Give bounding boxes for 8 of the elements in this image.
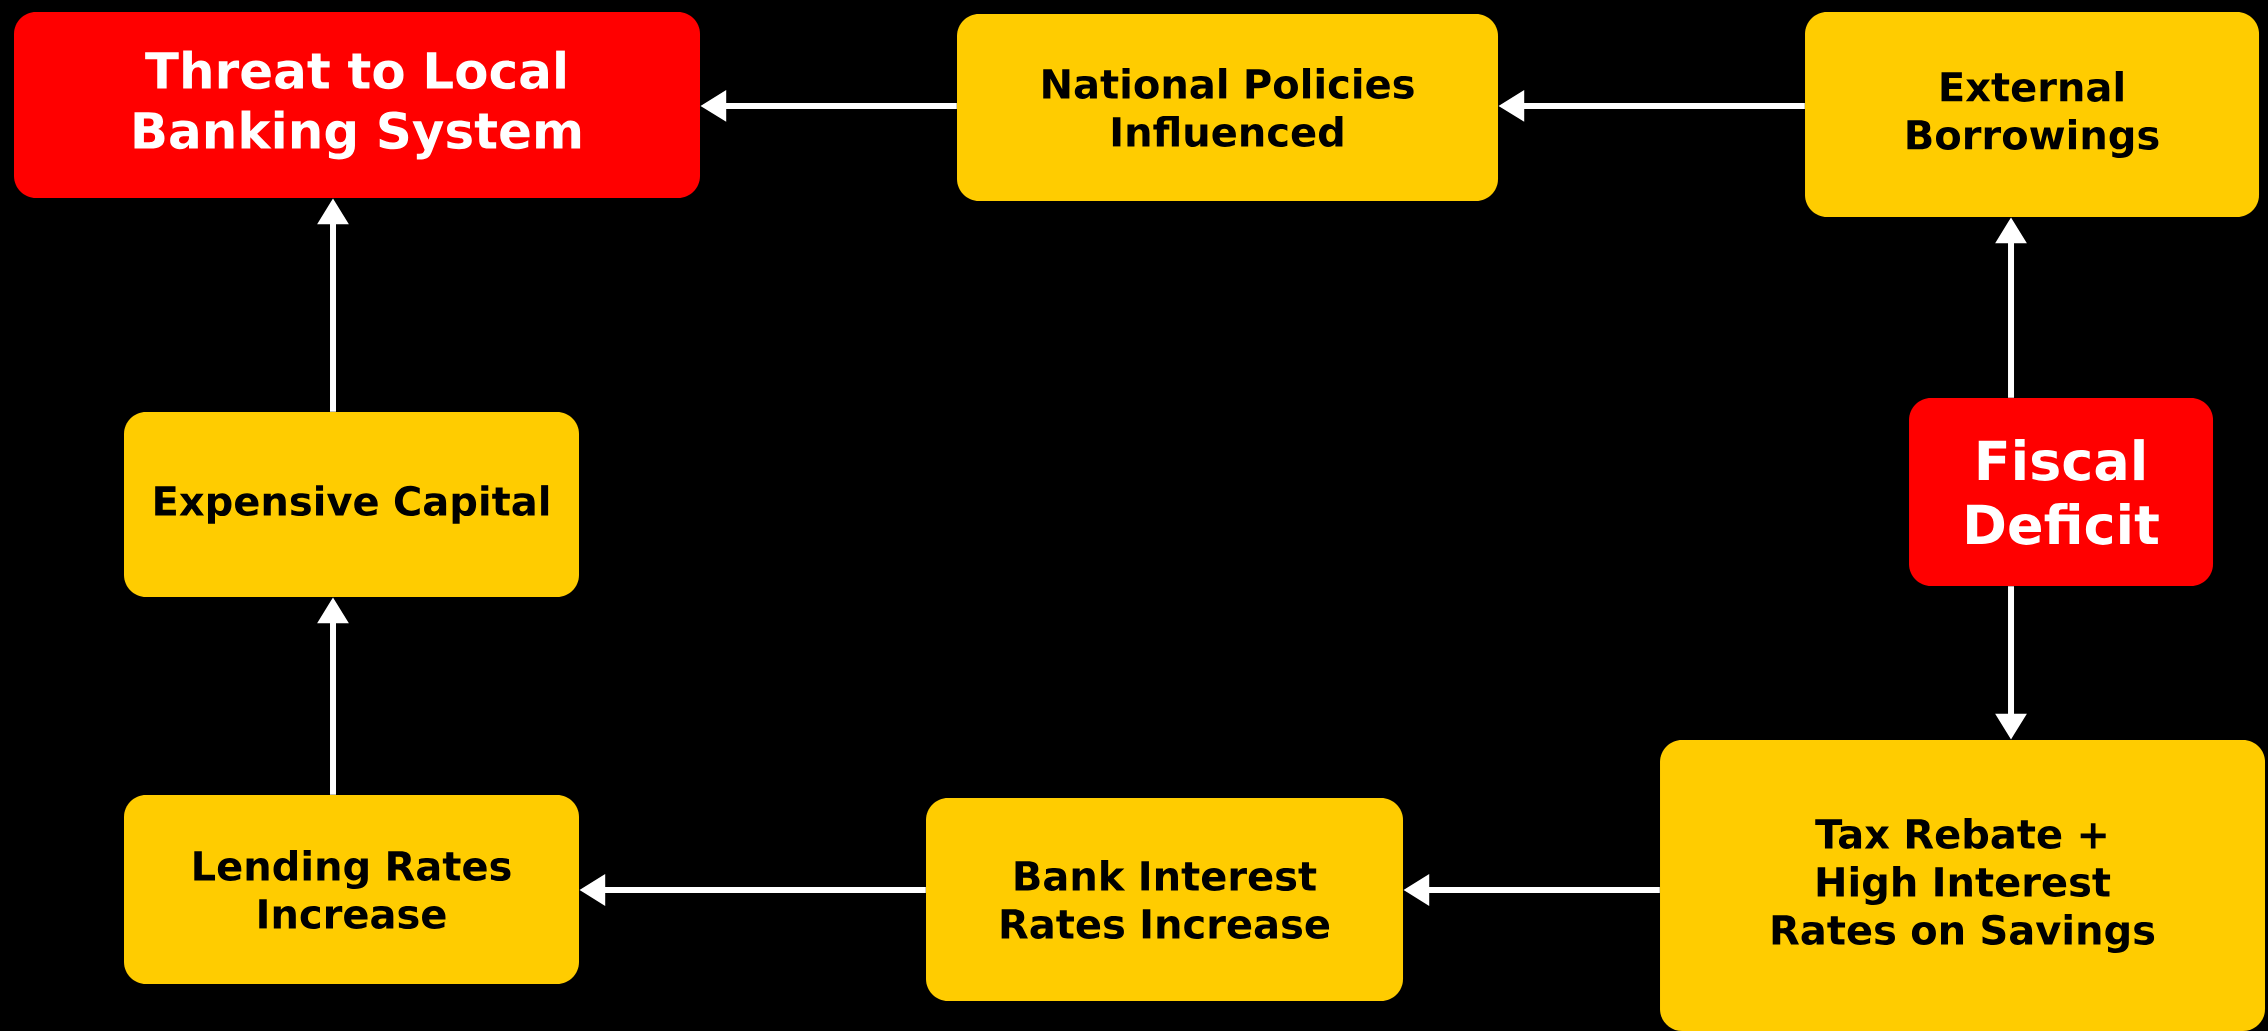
process-box: Tax Rebate + High Interest Rates on Savings xyxy=(1660,740,2265,1031)
alert-box: Fiscal Deficit xyxy=(1909,398,2214,586)
alert-box: Threat to Local Banking System xyxy=(14,12,700,198)
process-box: Bank Interest Rates Increase xyxy=(926,798,1403,1001)
process-box: National Policies Influenced xyxy=(957,14,1498,201)
process-box: Expensive Capital xyxy=(124,412,579,597)
process-box: Lending Rates Increase xyxy=(124,795,579,984)
process-box: External Borrowings xyxy=(1805,12,2260,217)
